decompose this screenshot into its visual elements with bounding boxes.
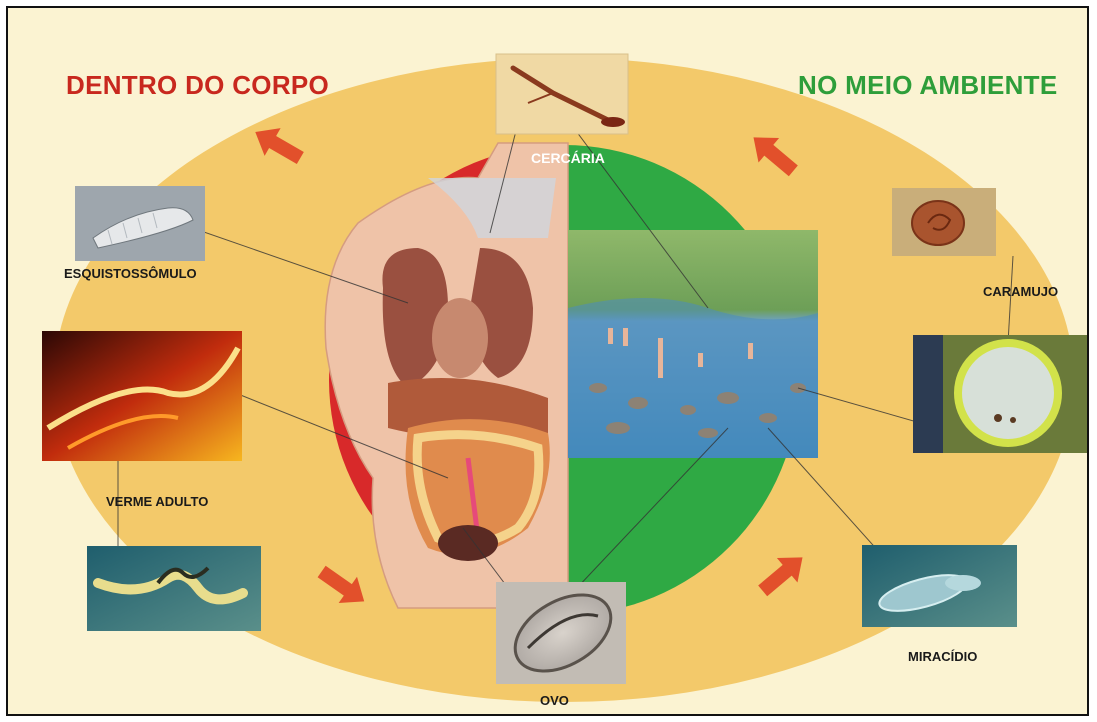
river-photo [568, 230, 818, 458]
diagram-canvas [8, 8, 1089, 716]
label-miracidio: MIRACÍDIO [908, 649, 977, 664]
esquistossomulo-photo [75, 186, 205, 261]
ovo-photo [496, 579, 626, 686]
verme-adulto-tissue-photo [42, 331, 242, 461]
label-caramujo: CARAMUJO [983, 284, 1058, 299]
sieve-photo [913, 335, 1089, 453]
inside-body-heading: DENTRO DO CORPO [66, 70, 329, 101]
label-verme-adulto: VERME ADULTO [106, 494, 208, 509]
cercaria-photo [496, 54, 628, 134]
miracidio-photo [862, 545, 1017, 627]
label-cercaria: CERCÁRIA [531, 150, 605, 166]
caramujo-photo [892, 188, 996, 256]
cycle-diagram: DENTRO DO CORPO NO MEIO AMBIENTE CERCÁRI… [6, 6, 1089, 716]
label-ovo: OVO [540, 693, 569, 708]
verme-adulto-photo [87, 546, 261, 631]
label-esquistossomulo: ESQUISTOSSÔMULO [64, 266, 197, 281]
environment-heading: NO MEIO AMBIENTE [798, 70, 1058, 101]
